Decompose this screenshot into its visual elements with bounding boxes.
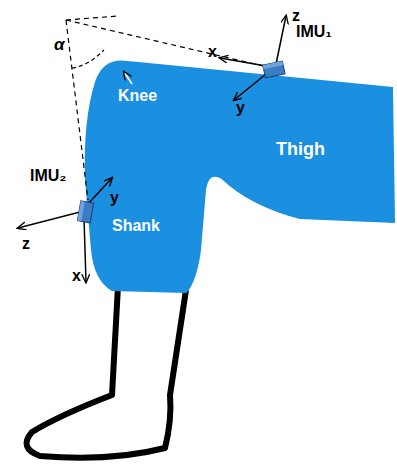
axis-label: y — [110, 190, 119, 206]
imu1-x-axis — [220, 58, 266, 66]
knee-pointer — [124, 72, 132, 84]
imu1-y-axis — [234, 74, 266, 100]
imu1-box — [263, 61, 285, 78]
part-label: Knee — [118, 88, 157, 104]
foot-outline — [27, 286, 186, 458]
imu1-z-axis — [276, 16, 286, 64]
shank-axis-line — [66, 20, 88, 200]
sensor-label: IMU₁ — [296, 24, 332, 40]
leg-shape — [86, 61, 394, 292]
axis-label: x — [208, 44, 217, 60]
axis-label: x — [72, 268, 81, 284]
axis-label: z — [22, 236, 30, 252]
imu2-z-axis — [18, 212, 80, 228]
imu2-x-axis — [84, 218, 86, 282]
axis-label: y — [236, 100, 245, 116]
part-label: Thigh — [276, 140, 325, 158]
angle-label: α — [54, 36, 65, 53]
sensor-label: IMU₂ — [30, 168, 66, 184]
imu2-y-axis — [86, 178, 112, 206]
axis-label: z — [292, 8, 300, 24]
part-label: Shank — [112, 218, 160, 234]
angle-arc — [72, 50, 104, 68]
thigh-axis-line — [66, 20, 272, 68]
imu2-box — [77, 201, 93, 223]
reference-line — [66, 16, 118, 20]
